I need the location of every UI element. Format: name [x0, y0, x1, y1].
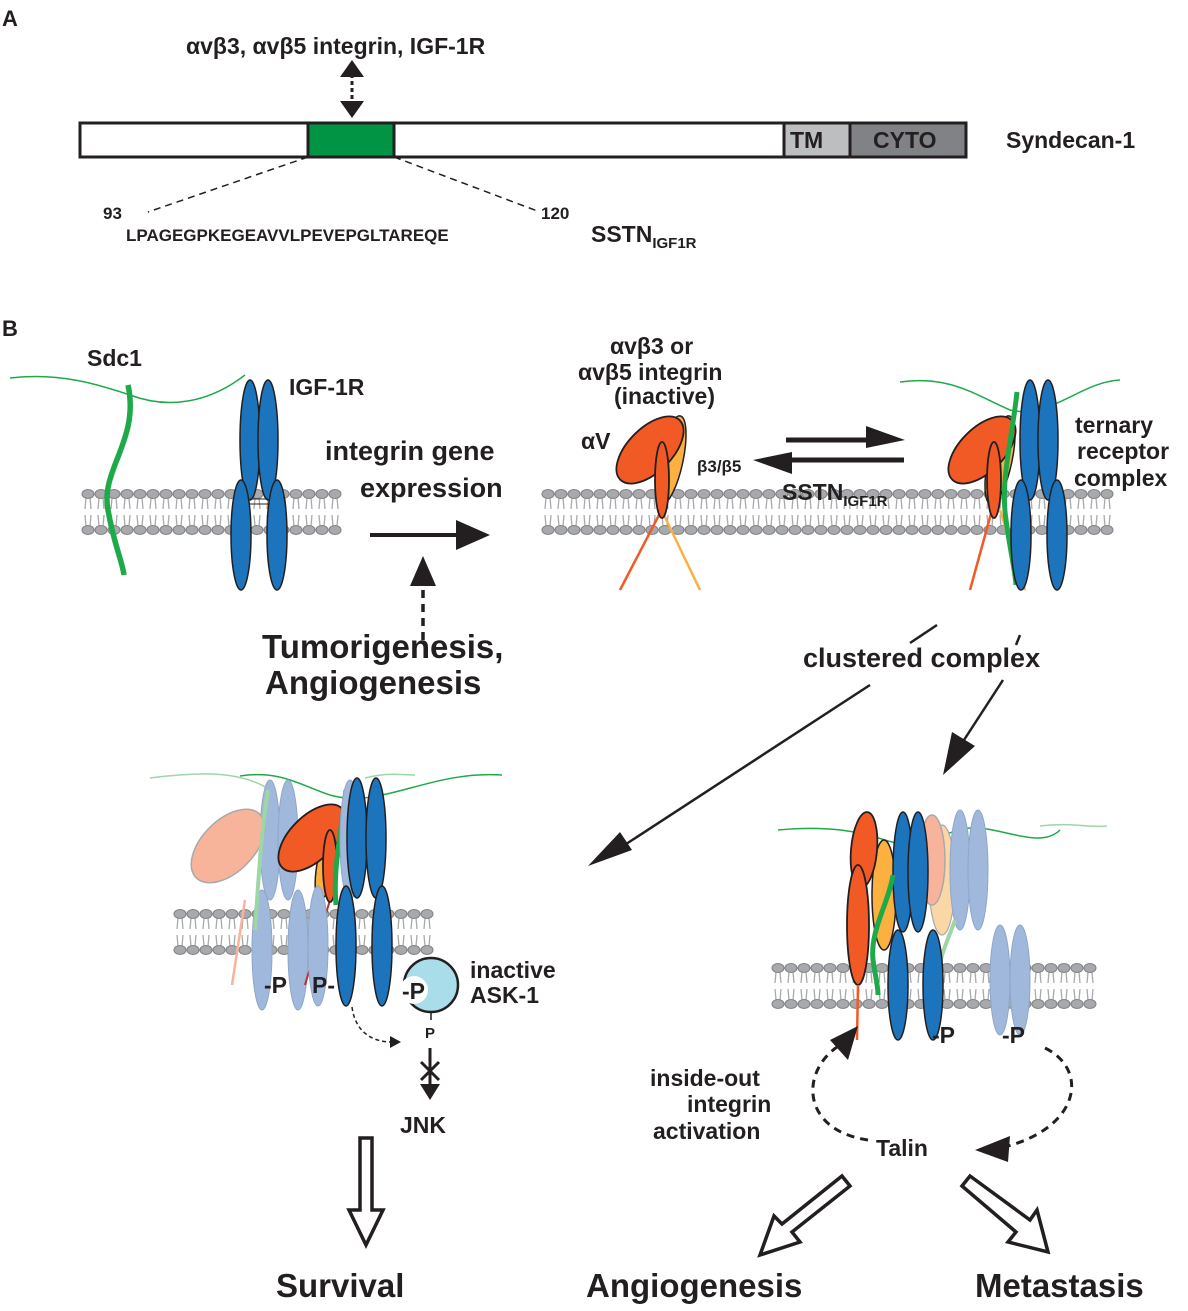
clustered-complex-label: clustered complex: [803, 643, 1040, 673]
lipid-bilayer-1: [81, 489, 342, 535]
arrow-to-angiogenesis-branch: [943, 634, 1022, 775]
metastasis-arrow: [959, 1173, 1051, 1255]
tm-label: TM: [790, 127, 823, 153]
end-residue: 120: [541, 204, 569, 223]
binding-double-arrow: [340, 60, 364, 118]
tumorigenesis-label: Tumorigenesis,: [262, 628, 503, 665]
angiogenesis-arrow: [757, 1173, 853, 1258]
activation-cluster: [777, 809, 1108, 1041]
binding-site-region: [306, 121, 396, 159]
integrin-label-3: (inactive): [614, 383, 715, 409]
panel-label-a: A: [2, 6, 18, 31]
arrow-to-survival-branch: [588, 623, 938, 866]
cyto-domain: [848, 121, 968, 159]
binding-label: αvβ3, αvβ5 integrin, IGF-1R: [186, 33, 486, 59]
survival-cluster: [149, 773, 503, 1011]
jnk-label: JNK: [400, 1112, 446, 1138]
igf1r-label: IGF-1R: [289, 374, 365, 400]
metastasis-label: Metastasis: [975, 1267, 1144, 1304]
integrin-label-1: αvβ3 or: [610, 333, 693, 359]
ask1-phospho: -P: [402, 978, 425, 1004]
tumorigenesis-dashed-arrow: [410, 556, 436, 640]
gene-expression-arrow: [370, 520, 490, 550]
sstn-label: SSTNIGF1R: [782, 479, 888, 510]
gene-expression-label-1: integrin gene: [325, 436, 495, 466]
ternary-label-1: ternary: [1075, 412, 1153, 438]
inside-out-label-1: inside-out: [650, 1065, 760, 1091]
ternary-label-3: complex: [1074, 465, 1168, 491]
inside-out-label-3: activation: [653, 1118, 760, 1144]
sdc1-label: Sdc1: [87, 345, 142, 371]
phospho-left: P-: [312, 972, 335, 998]
panel-label-b: B: [2, 316, 18, 341]
start-residue: 93: [103, 204, 122, 223]
integrin-label-2: αvβ5 integrin: [578, 359, 722, 385]
expansion-line-left: [147, 156, 309, 213]
beta-label: β3/β5: [697, 457, 741, 476]
phospho-faint-left: -P: [264, 972, 287, 998]
ternary-complex: [899, 379, 1121, 591]
angiogenesis-outcome-label: Angiogenesis: [586, 1267, 802, 1304]
angiogenesis-trigger-label: Angiogenesis: [265, 664, 481, 701]
blocked-jnk-arrow: [419, 1048, 441, 1100]
expansion-line-right: [393, 156, 541, 213]
inactive-integrin: [615, 415, 702, 591]
phospho-right: -P: [932, 1022, 955, 1048]
ask1-label-2: ASK-1: [470, 982, 539, 1008]
state-1-receptors: [9, 374, 288, 591]
ask1-phospho-small: P: [425, 1025, 435, 1042]
phospho-faint-right: -P: [1002, 1022, 1025, 1048]
inside-out-label-2: integrin: [687, 1091, 771, 1117]
ask1-protein: [400, 956, 460, 1014]
phosphorylation-dashed-arrow: [351, 1006, 401, 1048]
ask1-label-1: inactive: [470, 957, 556, 983]
equilibrium-arrows: [753, 426, 905, 474]
ternary-label-2: receptor: [1077, 438, 1169, 464]
gene-expression-label-2: expression: [360, 473, 503, 503]
talin-label: Talin: [876, 1135, 928, 1161]
cyto-label: CYTO: [873, 127, 936, 153]
protein-name: Syndecan-1: [1006, 127, 1135, 153]
peptide-name: SSTNIGF1R: [591, 221, 697, 252]
syndecan-1-bar: TM CYTO: [78, 121, 968, 159]
talin-loop-arrows: [811, 1026, 1073, 1162]
peptide-sequence: LPAGEGPKEGEAVVLPEVEPGLTAREQE: [126, 226, 449, 245]
survival-arrow: [346, 1136, 386, 1250]
survival-label: Survival: [276, 1267, 404, 1304]
alpha-v-label: αV: [581, 428, 611, 454]
